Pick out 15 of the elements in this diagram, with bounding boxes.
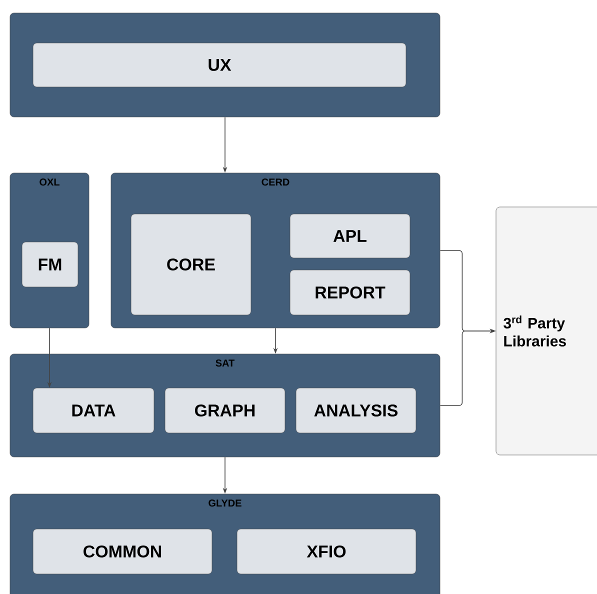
module-label: CORE	[167, 258, 215, 271]
library-label: 3$^{rd}$ Party Libraries	[504, 316, 566, 346]
panel-heading: CERD	[262, 178, 290, 186]
panel-heading: OXL	[40, 178, 60, 186]
module-label: COMMON	[84, 545, 162, 558]
module-label: REPORT	[316, 286, 386, 299]
module-label: DATA	[72, 404, 116, 416]
panel-heading: GLYDE	[208, 500, 242, 507]
module-label: XFIO	[306, 545, 346, 558]
module-label: UX	[208, 59, 232, 71]
module-label: APL	[333, 230, 366, 242]
module-label: FM	[38, 258, 62, 270]
module-label: ANALYSIS	[314, 404, 398, 416]
panel-heading: SAT	[216, 360, 235, 367]
module-label: GRAPH	[195, 404, 255, 416]
